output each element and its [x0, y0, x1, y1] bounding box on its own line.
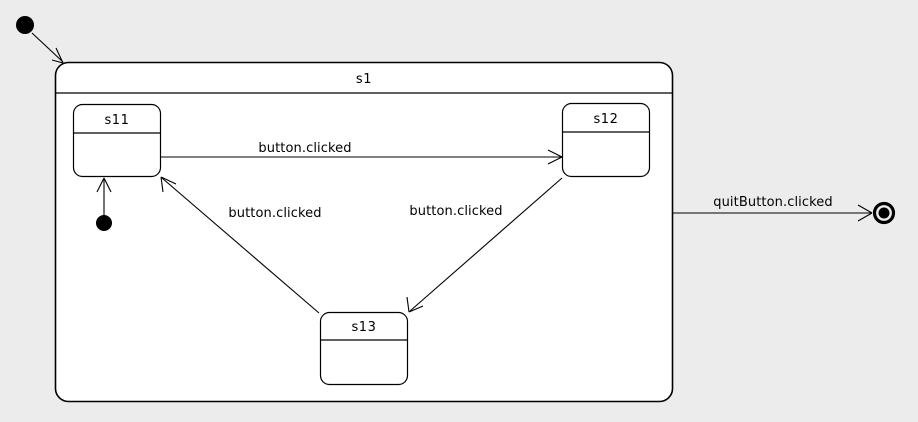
- state-s13-label: s13: [351, 320, 376, 335]
- transition-s13-to-s11-arrowhead: [160, 176, 177, 193]
- transition-s13-to-s11-line: [161, 177, 320, 314]
- state-s11[interactable]: s11: [72, 103, 162, 178]
- transition-initial-to-s1-line: [31, 32, 64, 63]
- transition-s12-to-s13-arrowhead: [406, 296, 424, 313]
- final-state-core: [878, 207, 890, 219]
- transition-s11-to-s12-label: button.clicked: [258, 141, 351, 156]
- transition-initial-to-s1-arrowhead: [51, 47, 64, 64]
- transition-s11-to-s12[interactable]: button.clicked: [161, 141, 563, 165]
- transition-s12-to-s13-label: button.clicked: [409, 204, 502, 219]
- transition-s1-to-final-arrowhead: [857, 204, 873, 222]
- transition-s11-to-s12-arrowhead: [547, 149, 563, 165]
- transition-initial-to-s1[interactable]: [31, 32, 64, 64]
- transition-s12-to-s13-line: [409, 177, 563, 312]
- final-state[interactable]: [872, 201, 896, 225]
- transition-initial-to-s11[interactable]: [96, 177, 112, 216]
- state-s13-body[interactable]: [319, 311, 409, 386]
- composite-state-s1-body[interactable]: [54, 61, 674, 403]
- transition-s1-to-final[interactable]: quitButton.clicked: [673, 195, 873, 222]
- transition-s13-to-s11[interactable]: button.clicked: [160, 176, 322, 314]
- transition-s13-to-s11-label: button.clicked: [228, 206, 321, 221]
- transition-initial-to-s11-arrowhead: [96, 177, 112, 193]
- state-s12[interactable]: s12: [561, 102, 651, 178]
- transition-s12-to-s13[interactable]: button.clicked: [406, 177, 563, 313]
- transition-s1-to-final-label: quitButton.clicked: [713, 195, 833, 210]
- composite-state-s1-label: s1: [356, 72, 372, 87]
- initial-state-inner[interactable]: [96, 215, 112, 231]
- state-s13[interactable]: s13: [319, 311, 409, 386]
- state-s12-body[interactable]: [561, 102, 651, 178]
- state-s11-body[interactable]: [72, 103, 162, 178]
- state-s11-label: s11: [104, 113, 129, 128]
- initial-state-outer[interactable]: [16, 16, 34, 34]
- composite-state-s1[interactable]: s1: [54, 61, 674, 403]
- state-s12-label: s12: [593, 112, 618, 127]
